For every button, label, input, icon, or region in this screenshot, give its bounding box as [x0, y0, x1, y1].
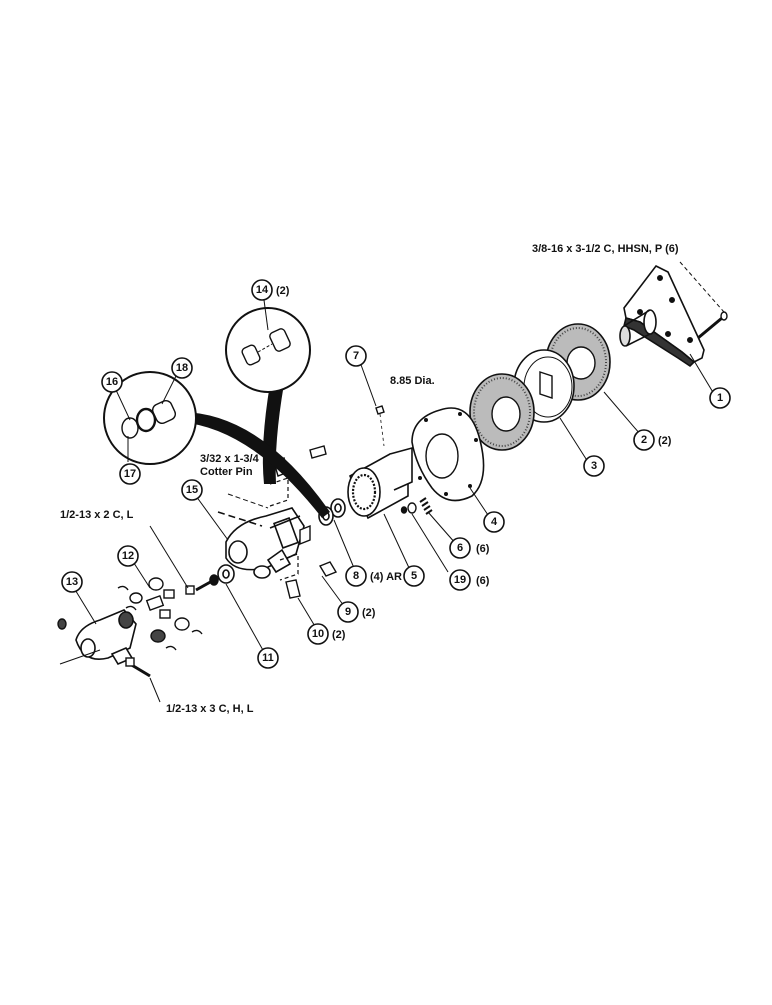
- callout-12: 12: [117, 545, 139, 567]
- callout-7-number: 7: [353, 350, 359, 362]
- part-10-pin: [285, 579, 301, 599]
- callout-5: 5: [403, 565, 425, 587]
- callout-4-number: 4: [491, 516, 498, 528]
- callout-8-qty: (4) AR: [370, 571, 402, 583]
- callout-10-number: 10: [312, 628, 324, 640]
- callout-10: 10 (2): [307, 623, 346, 645]
- part-4-clutch-plate: [411, 407, 485, 502]
- callout-16: 16: [101, 371, 123, 393]
- cross-bearing-pieces: [269, 477, 299, 581]
- detail-circle-16-18: [103, 371, 330, 518]
- yoke-axis-line: [59, 649, 101, 665]
- callout-leaders: [73, 299, 715, 653]
- callout-11-number: 11: [262, 652, 274, 664]
- part-9-pin: [309, 445, 338, 577]
- callout-2-number: 2: [641, 434, 647, 446]
- callout-14-number: 14: [256, 284, 269, 296]
- callout-4: 4: [483, 511, 505, 533]
- detail-circle-14: [225, 307, 311, 484]
- label-bolt-left: 1/2-13 x 2 C, L: [60, 509, 134, 521]
- callout-8: 8 (4) AR: [345, 565, 402, 587]
- bolt-1-2-13-2: [185, 578, 215, 595]
- callout-19: 19 (6): [449, 569, 490, 591]
- callout-2: 2 (2): [633, 429, 672, 451]
- part-6-spring: [419, 497, 433, 515]
- cotter-pin: [217, 511, 263, 527]
- callout-14: 14 (2): [251, 279, 290, 301]
- callout-1-number: 1: [717, 392, 723, 404]
- callout-19-number: 19: [454, 574, 466, 586]
- bolt-3-8-16: [697, 311, 728, 340]
- callout-19-qty: (6): [476, 575, 490, 587]
- label-cotter-line1: 3/32 x 1-3/4: [200, 453, 260, 465]
- callout-13-number: 13: [66, 576, 78, 588]
- part-5-splined-hub: [347, 446, 413, 520]
- callout-10-qty: (2): [332, 629, 346, 641]
- callout-15-number: 15: [186, 484, 198, 496]
- callout-1: 1: [709, 387, 731, 409]
- label-bolt-bottom: 1/2-13 x 3 C, H, L: [166, 703, 254, 715]
- callout-9: 9 (2): [337, 601, 376, 623]
- callout-11: 11: [257, 647, 279, 669]
- callout-3: 3: [583, 455, 605, 477]
- callout-14-qty: (2): [276, 285, 290, 297]
- bolt-top-leader: [679, 261, 725, 313]
- callout-18-number: 18: [176, 362, 188, 374]
- bolt-left-leader: [149, 525, 189, 589]
- part-2-friction-disc-second: [469, 373, 535, 451]
- callout-5-number: 5: [411, 570, 417, 582]
- part-13-yoke: [75, 609, 137, 666]
- bolt-bottom-leader: [149, 677, 161, 703]
- callout-9-number: 9: [345, 606, 351, 618]
- part-12-cross-spider: [117, 577, 203, 651]
- label-bolt-top: 3/8-16 x 3-1/2 C, HHSN, P (6): [532, 243, 679, 255]
- callout-15: 15: [181, 479, 203, 501]
- callout-8-number: 8: [353, 570, 359, 582]
- callout-17: 17: [119, 463, 141, 485]
- part-11-washer: [209, 564, 235, 586]
- part-15-yoke: [225, 507, 305, 579]
- callout-12-number: 12: [122, 550, 134, 562]
- part-13-nut: [57, 618, 67, 630]
- part-7-pin: [375, 405, 385, 447]
- callout-16-number: 16: [106, 376, 118, 388]
- callout-6-number: 6: [457, 542, 463, 554]
- callout-17-number: 17: [124, 468, 136, 480]
- part-8-washers: [318, 498, 346, 526]
- callout-18: 18: [171, 357, 193, 379]
- callout-6: 6 (6): [449, 537, 490, 559]
- label-diameter: 8.85 Dia.: [390, 375, 435, 387]
- callout-9-qty: (2): [362, 607, 376, 619]
- label-cotter-line2: Cotter Pin: [200, 466, 253, 478]
- callout-6-qty: (6): [476, 543, 490, 555]
- callout-7: 7: [345, 345, 367, 367]
- callout-13: 13: [61, 571, 83, 593]
- bolt-1-2-13-3: [125, 657, 151, 678]
- callout-3-number: 3: [591, 460, 597, 472]
- part-1-mounting-plate: [619, 264, 705, 368]
- cotter-pin-leader: [227, 493, 269, 509]
- callout-2-qty: (2): [658, 435, 672, 447]
- part-19-washer: [400, 502, 417, 514]
